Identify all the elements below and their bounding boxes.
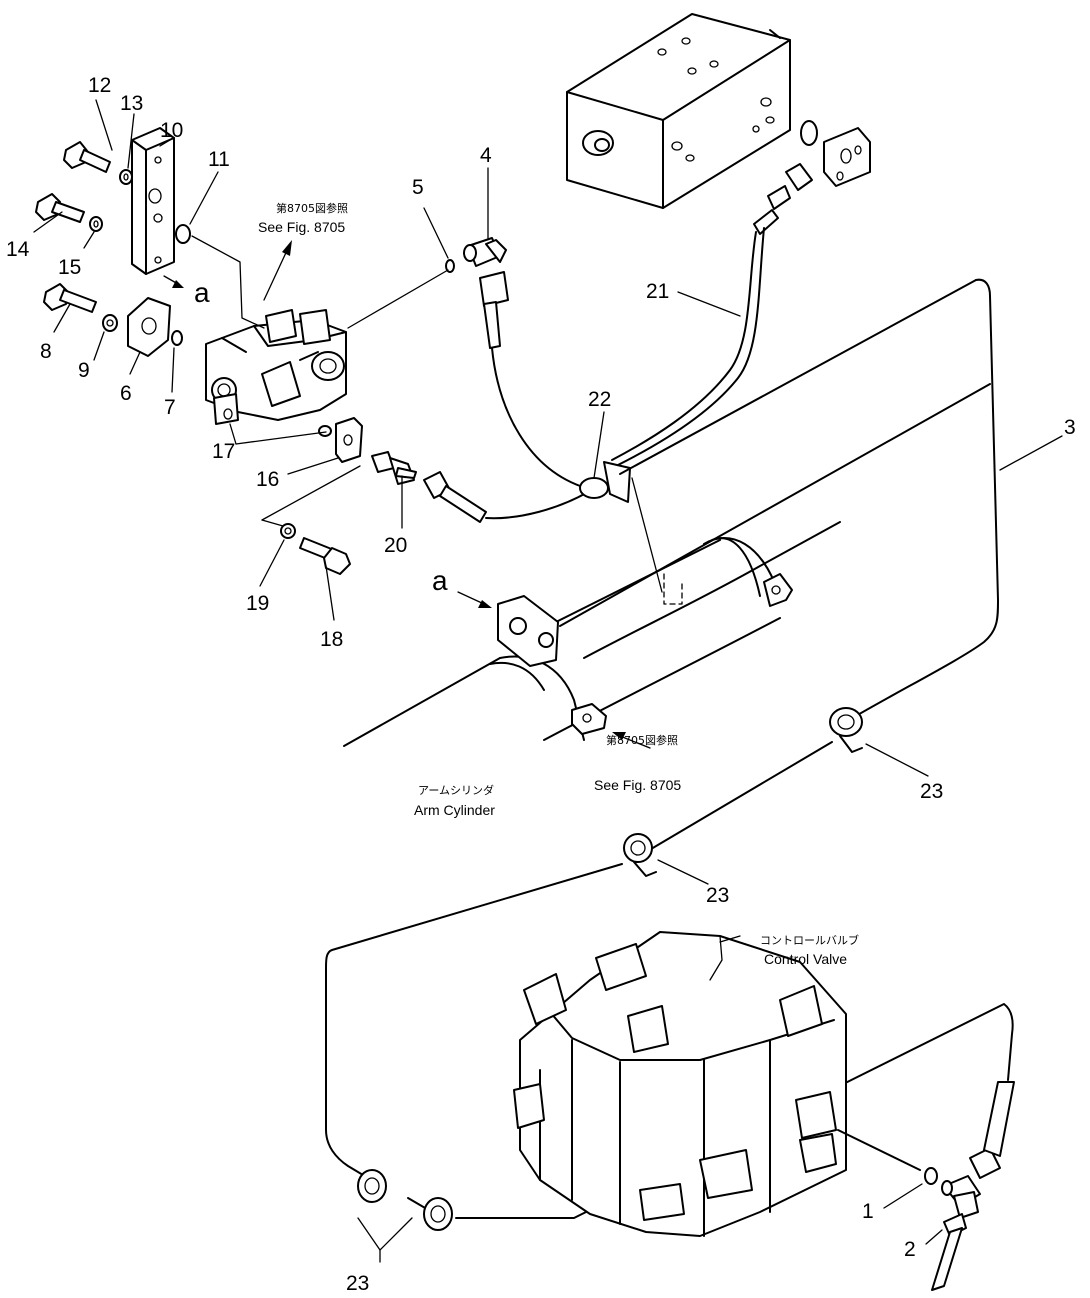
callout-1: 1 <box>862 1200 874 1223</box>
oring-17 <box>318 425 332 437</box>
oring-1 <box>924 1167 938 1185</box>
top-oring <box>800 120 818 146</box>
washer-9 <box>102 314 118 332</box>
clamp-23-upper <box>829 707 863 753</box>
see-fig-bottom-en: See Fig. 8705 <box>594 777 681 793</box>
callout-4: 4 <box>480 144 492 167</box>
marker-a-middle: a <box>432 565 448 596</box>
bolt-12 <box>63 141 111 173</box>
left-valve-body <box>205 309 347 425</box>
oring-7 <box>171 330 183 346</box>
hose-fitting-22-side <box>423 471 589 523</box>
callout-21: 21 <box>646 280 669 303</box>
control-valve <box>513 931 921 1237</box>
washer-15 <box>89 216 103 232</box>
arm-cylinder <box>343 383 991 747</box>
plate-10 <box>131 127 175 275</box>
callout-8: 8 <box>40 340 52 363</box>
callout-23-lower: 23 <box>346 1272 369 1295</box>
control-valve-jp: コントロールバルブ <box>760 933 859 947</box>
tee-fitting-2 <box>931 1175 981 1291</box>
see-fig-top-en: See Fig. 8705 <box>258 219 345 235</box>
top-valve-block <box>566 13 791 209</box>
view-markers: a a <box>194 277 448 596</box>
arm-cylinder-jp: アームシリンダ <box>418 783 494 797</box>
callout-7: 7 <box>164 396 176 419</box>
clamp-23-lower-left <box>357 1169 387 1203</box>
bolt-8 <box>43 283 97 313</box>
washer-19 <box>280 523 296 539</box>
cylinder-mount-bracket <box>497 573 793 735</box>
callout-5: 5 <box>412 176 424 199</box>
pipe-3 <box>325 278 1014 1219</box>
leader-lines-left <box>191 235 449 329</box>
oring-11 <box>175 224 191 244</box>
see-fig-bottom-jp: 第8705図参照 <box>606 733 678 747</box>
marker-a-top: a <box>194 277 210 308</box>
callout-11: 11 <box>208 148 230 171</box>
callout-16: 16 <box>256 468 279 491</box>
callout-9: 9 <box>78 359 90 382</box>
callout-leader-lines <box>33 99 1063 1263</box>
callout-19: 19 <box>246 592 269 615</box>
callout-13: 13 <box>120 92 143 115</box>
callout-22: 22 <box>588 388 611 411</box>
hose-end-fitting-right <box>969 1081 1015 1179</box>
pointer-arrows <box>163 240 741 943</box>
callout-23-upper: 23 <box>920 780 943 803</box>
callout-numbers: 12 13 10 11 14 15 8 9 6 7 17 16 20 19 18… <box>6 74 1076 1295</box>
callout-15: 15 <box>58 256 81 279</box>
clamp-23-lower-right <box>423 1197 453 1231</box>
bolt-14 <box>35 193 85 223</box>
callout-10: 10 <box>160 119 183 142</box>
control-valve-en: Control Valve <box>764 951 847 967</box>
hose-fitting-4 <box>479 271 587 489</box>
clamp-23-middle <box>623 833 657 877</box>
fitting-20 <box>371 451 417 485</box>
arm-cylinder-en: Arm Cylinder <box>414 802 495 818</box>
callout-17: 17 <box>212 440 235 463</box>
washer-13 <box>119 169 133 185</box>
callout-18: 18 <box>320 628 343 651</box>
clamp-22 <box>579 461 663 593</box>
callout-2: 2 <box>904 1238 916 1261</box>
oring-5 <box>445 259 455 273</box>
captions: 第8705図参照 See Fig. 8705 第8705図参照 See Fig.… <box>258 201 859 967</box>
callout-20: 20 <box>384 534 407 557</box>
flange-6 <box>127 297 171 357</box>
callout-23-middle: 23 <box>706 884 729 907</box>
callout-3: 3 <box>1064 416 1076 439</box>
callout-12: 12 <box>88 74 111 97</box>
see-fig-top-jp: 第8705図参照 <box>276 201 348 215</box>
hose-21 <box>611 163 813 467</box>
callout-14: 14 <box>6 238 30 261</box>
top-flange-plate <box>823 127 871 187</box>
elbow-fitting-4 <box>463 237 507 267</box>
plate-16 <box>335 417 363 463</box>
bolt-18 <box>299 537 351 575</box>
callout-6: 6 <box>120 382 132 405</box>
